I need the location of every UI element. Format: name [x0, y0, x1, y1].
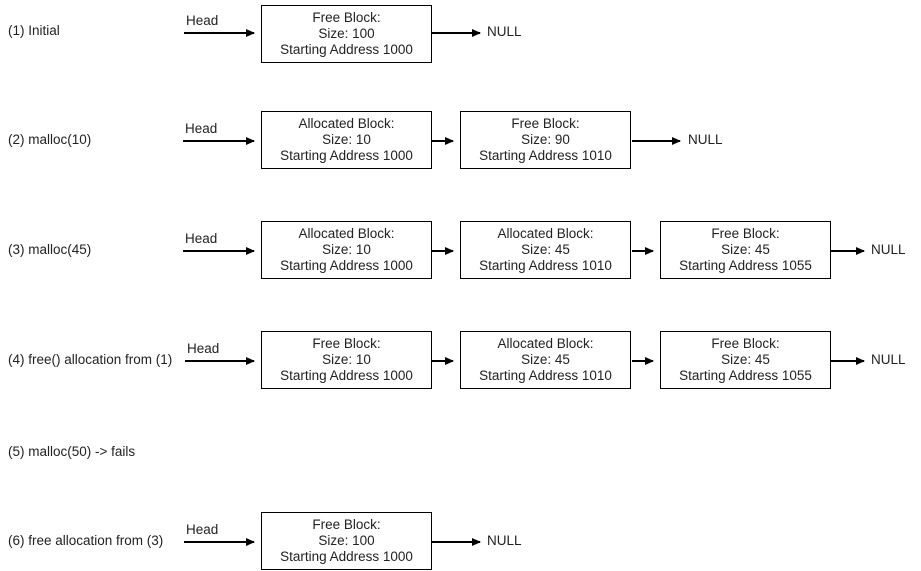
null-label-3: NULL [871, 242, 906, 257]
head-arrow-2 [183, 140, 254, 142]
link-arrow-4-2 [632, 360, 653, 362]
block-address: Starting Address 1000 [280, 258, 413, 273]
block-2-2: Free Block: Size: 90 Starting Address 10… [460, 111, 631, 169]
head-arrow-6 [184, 541, 254, 543]
null-arrow-3 [831, 250, 864, 252]
block-3-3: Free Block: Size: 45 Starting Address 10… [660, 221, 831, 279]
link-arrow-3-1 [432, 250, 453, 252]
null-label-1: NULL [487, 24, 522, 39]
block-kind: Free Block: [312, 10, 381, 25]
block-kind: Free Block: [711, 336, 780, 351]
block-2-1: Allocated Block: Size: 10 Starting Addre… [261, 111, 432, 169]
block-kind: Free Block: [312, 336, 381, 351]
head-label-3: Head [185, 231, 218, 246]
block-size: Size: 90 [521, 132, 570, 147]
block-4-2: Allocated Block: Size: 45 Starting Addre… [460, 331, 631, 389]
block-size: Size: 45 [721, 352, 770, 367]
null-arrow-4 [831, 360, 864, 362]
block-address: Starting Address 1000 [280, 549, 413, 564]
block-address: Starting Address 1000 [280, 148, 413, 163]
block-kind: Allocated Block: [298, 116, 395, 131]
block-kind: Allocated Block: [497, 226, 594, 241]
block-address: Starting Address 1055 [679, 258, 812, 273]
block-address: Starting Address 1010 [479, 368, 612, 383]
head-arrow-3 [183, 250, 254, 252]
block-address: Starting Address 1010 [479, 148, 612, 163]
head-label-4: Head [187, 341, 220, 356]
link-arrow-4-1 [432, 360, 453, 362]
block-6-1: Free Block: Size: 100 Starting Address 1… [261, 512, 432, 570]
block-address: Starting Address 1000 [280, 368, 413, 383]
block-4-3: Free Block: Size: 45 Starting Address 10… [660, 331, 831, 389]
block-size: Size: 100 [318, 26, 375, 41]
block-address: Starting Address 1000 [280, 42, 413, 57]
head-arrow-4 [185, 360, 254, 362]
block-size: Size: 45 [521, 242, 570, 257]
block-size: Size: 45 [521, 352, 570, 367]
head-label-6: Head [186, 522, 219, 537]
block-size: Size: 100 [318, 533, 375, 548]
step-label-6: (6) free allocation from (3) [8, 533, 164, 548]
null-arrow-6 [432, 541, 480, 543]
block-size: Size: 10 [322, 352, 371, 367]
block-3-2: Allocated Block: Size: 45 Starting Addre… [460, 221, 631, 279]
block-4-1: Free Block: Size: 10 Starting Address 10… [261, 331, 432, 389]
block-address: Starting Address 1055 [679, 368, 812, 383]
step-label-3: (3) malloc(45) [8, 242, 92, 257]
step-label-2: (2) malloc(10) [8, 132, 92, 147]
block-kind: Allocated Block: [298, 226, 395, 241]
null-arrow-1 [432, 32, 480, 34]
step-label-5: (5) malloc(50) -> fails [8, 444, 136, 459]
step-label-4: (4) free() allocation from (1) [8, 352, 173, 367]
step-label-1: (1) Initial [8, 23, 60, 38]
head-arrow-1 [184, 32, 254, 34]
head-label-2: Head [185, 121, 218, 136]
block-kind: Allocated Block: [497, 336, 594, 351]
block-address: Starting Address 1010 [479, 258, 612, 273]
head-label-1: Head [186, 13, 219, 28]
block-kind: Free Block: [711, 226, 780, 241]
null-label-4: NULL [871, 352, 906, 367]
block-3-1: Allocated Block: Size: 10 Starting Addre… [261, 221, 432, 279]
block-kind: Free Block: [511, 116, 580, 131]
link-arrow-3-2 [632, 250, 653, 252]
block-size: Size: 45 [721, 242, 770, 257]
block-1-1: Free Block: Size: 100 Starting Address 1… [261, 5, 432, 63]
null-label-6: NULL [487, 533, 522, 548]
link-arrow-2-1 [432, 140, 453, 142]
block-kind: Free Block: [312, 517, 381, 532]
block-size: Size: 10 [322, 242, 371, 257]
null-label-2: NULL [688, 132, 723, 147]
null-arrow-2 [632, 140, 680, 142]
block-size: Size: 10 [322, 132, 371, 147]
